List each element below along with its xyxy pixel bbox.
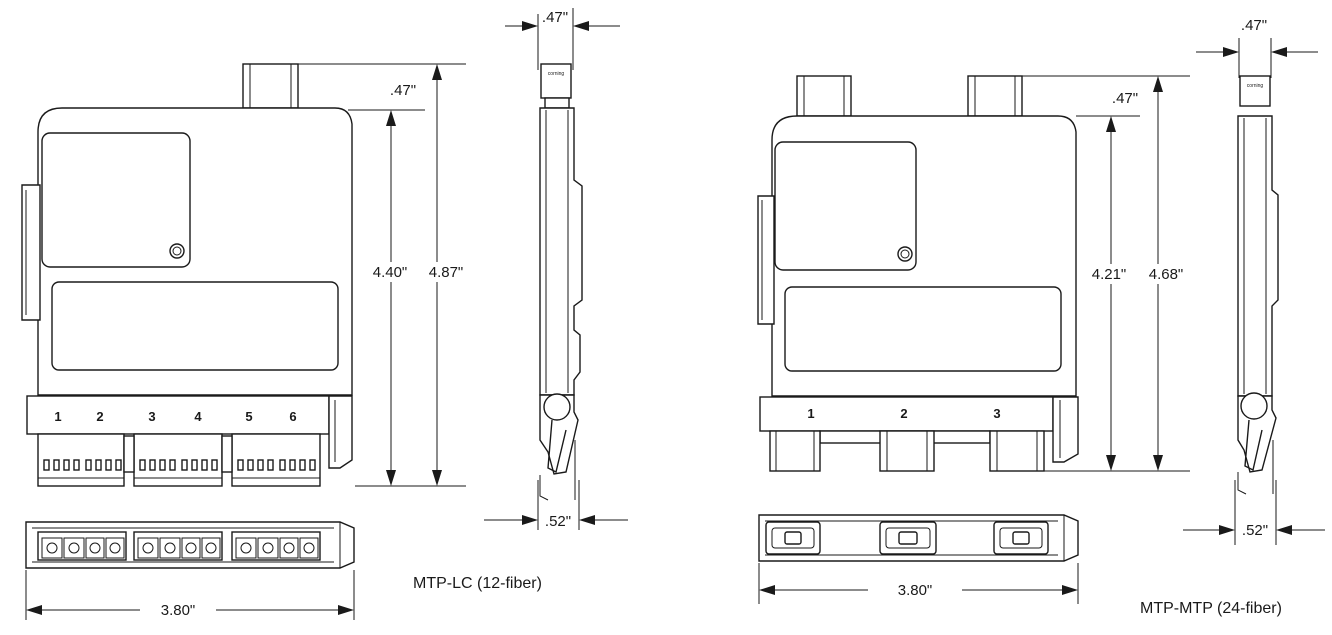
lc-side-view: .47" corning .52" bbox=[484, 8, 628, 530]
mtp-bottom-adapter-1 bbox=[769, 430, 821, 472]
lc-top-adapter bbox=[242, 63, 299, 109]
mtp-side-bottom-width-label: .52" bbox=[1242, 522, 1268, 539]
lc-bottom-port-group-2 bbox=[133, 531, 223, 561]
mtp-port-3: 3 bbox=[993, 406, 1000, 421]
lc-front-view: 1 2 3 4 5 6 bbox=[21, 63, 353, 487]
mtp-bottom-view: 3.80" bbox=[758, 514, 1079, 604]
lc-port-1: 1 bbox=[54, 409, 61, 424]
mtp-bottom-port-2 bbox=[879, 521, 937, 555]
lc-port-2: 2 bbox=[96, 409, 103, 424]
mtp-label-panel bbox=[774, 141, 917, 271]
mtp-bottom-adapter-2 bbox=[879, 430, 935, 472]
lc-side-latch bbox=[21, 184, 41, 321]
lc-height-dims: .47" 4.40" 4.87" bbox=[298, 63, 470, 487]
mtp-caption: MTP-MTP (24-fiber) bbox=[1140, 600, 1282, 617]
mtp-side-top-width-label: .47" bbox=[1241, 17, 1267, 34]
mtp-port-2: 2 bbox=[900, 406, 907, 421]
mtp-port-1: 1 bbox=[807, 406, 814, 421]
mtp-bottom-adapter-3 bbox=[989, 430, 1045, 472]
mtp-window bbox=[784, 286, 1062, 372]
lc-port-6: 6 bbox=[289, 409, 296, 424]
lc-bottom-port-group-3 bbox=[231, 531, 321, 561]
lc-adapter-height-label: .47" bbox=[390, 82, 416, 99]
mtp-height-dims: .47" 4.21" 4.68" bbox=[1022, 75, 1190, 472]
lc-caption: MTP-LC (12-fiber) bbox=[413, 575, 542, 592]
mtp-body-height-label: 4.21" bbox=[1092, 266, 1127, 283]
mtp-screw bbox=[897, 246, 913, 262]
lc-total-height-label: 4.87" bbox=[429, 264, 464, 281]
lc-side-bottom-width-label: .52" bbox=[545, 513, 571, 530]
lc-body-height-label: 4.40" bbox=[373, 264, 408, 281]
mtp-body bbox=[771, 115, 1077, 397]
lc-port-4: 4 bbox=[194, 409, 202, 424]
lc-port-5: 5 bbox=[245, 409, 252, 424]
lc-side-brand: corning bbox=[548, 71, 565, 77]
lc-bottom-view: 3.80" bbox=[25, 521, 355, 620]
lc-connector-block-2 bbox=[133, 433, 223, 487]
mtp-side-brand: corning bbox=[1247, 83, 1264, 89]
lc-port-3: 3 bbox=[148, 409, 155, 424]
lc-bezel-latch bbox=[328, 395, 353, 469]
lc-label-panel bbox=[41, 132, 191, 268]
lc-body bbox=[37, 107, 353, 396]
mtp-adapter-height-label: .47" bbox=[1112, 90, 1138, 107]
mtp-side-view: .47" corning .52" bbox=[1183, 17, 1325, 545]
mtp-bottom-port-3 bbox=[993, 521, 1049, 555]
lc-width-label: 3.80" bbox=[161, 602, 196, 619]
lc-bottom-port-group-1 bbox=[37, 531, 127, 561]
mtp-front-view: 1 2 3 bbox=[757, 75, 1079, 472]
mtp-total-height-label: 4.68" bbox=[1149, 266, 1184, 283]
mtp-side-latch bbox=[757, 195, 775, 325]
lc-screw bbox=[169, 243, 185, 259]
lc-connector-block-3 bbox=[231, 433, 321, 487]
mtp-width-label: 3.80" bbox=[898, 582, 933, 599]
mtp-bottom-port-1 bbox=[765, 521, 821, 555]
lc-side-top-width-label: .47" bbox=[542, 9, 568, 26]
mtp-top-adapter-2 bbox=[967, 75, 1023, 117]
mtp-top-adapter-1 bbox=[796, 75, 852, 117]
lc-bezel bbox=[26, 395, 330, 435]
lc-window bbox=[51, 281, 339, 371]
lc-connector-block-1 bbox=[37, 433, 125, 487]
